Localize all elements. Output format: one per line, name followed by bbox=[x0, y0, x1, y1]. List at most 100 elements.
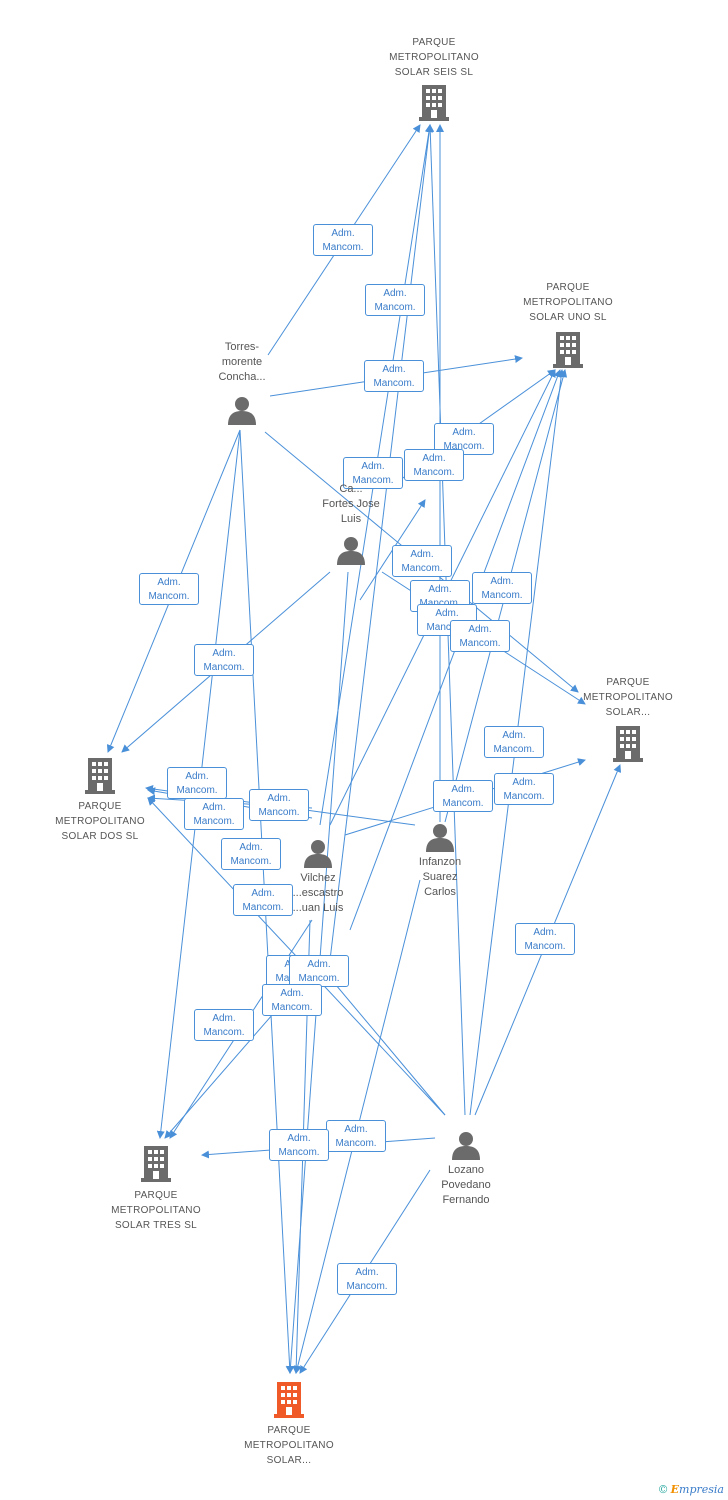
edge-label-line2: Mancom. bbox=[258, 807, 300, 818]
edge-label-line2: Mancom. bbox=[242, 902, 284, 913]
edge-label-line2: Mancom. bbox=[352, 475, 394, 486]
copyright-symbol: © bbox=[657, 1483, 669, 1496]
edge-label-line1: Adm. bbox=[428, 584, 452, 595]
edge-label-adm-mancom[interactable]: Adm.Mancom. bbox=[184, 798, 244, 830]
edge-label-line1: Adm. bbox=[287, 1133, 311, 1144]
edge-label-adm-mancom[interactable]: Adm.Mancom. bbox=[484, 726, 544, 758]
edge-label-adm-mancom[interactable]: Adm.Mancom. bbox=[404, 449, 464, 481]
edge-label-line1: Adm. bbox=[468, 624, 492, 635]
building-icon bbox=[553, 332, 583, 368]
edge-label-adm-mancom[interactable]: Adm. Mancom. bbox=[269, 1129, 329, 1161]
node-person-calvo[interactable]: Ca... Fortes Jose Luis bbox=[311, 482, 391, 565]
edge-label-adm-mancom[interactable]: Adm. Mancom. bbox=[433, 780, 493, 812]
edge-label-line2: Mancom. bbox=[426, 622, 468, 633]
edge-label-adm-mancom[interactable]: Adm. Mancom. bbox=[313, 224, 373, 256]
node-person-torres[interactable]: Torres- morente Concha... bbox=[202, 340, 282, 425]
node-label: Vilchez ...escastro ...uan Luis bbox=[292, 872, 344, 914]
edge-label-line2: Mancom. bbox=[443, 441, 485, 452]
edge-label-adm-mancom[interactable]: Adm.Mancom. bbox=[472, 572, 532, 604]
edge-label-adm-mancom[interactable]: Adm. Mancom. bbox=[364, 360, 424, 392]
node-person-lozano[interactable]: Lozano Povedano Fernando bbox=[426, 1130, 506, 1208]
edge-label-adm-mancom[interactable]: Adm. Mancom. bbox=[434, 423, 494, 455]
node-person-vilchez[interactable]: Vilchez ...escastro ...uan Luis bbox=[278, 838, 358, 916]
edge-label-line2: Mancom. bbox=[278, 1147, 320, 1158]
edge-label-adm-mancom[interactable]: Adm.Mancom. bbox=[139, 573, 199, 605]
edge-label-line2: Mancom. bbox=[322, 242, 364, 253]
edge-label-adm-mancom[interactable]: Adm.Mancom. bbox=[337, 1263, 397, 1295]
edge-label-line1: Adm. bbox=[451, 784, 475, 795]
edge-label-adm-mancom[interactable]: Adm. Mancom. bbox=[194, 644, 254, 676]
edge-label-adm-mancom[interactable]: Adm. Mancom. bbox=[392, 545, 452, 577]
edge-label-adm-mancom[interactable]: Adm. Mancom. bbox=[233, 884, 293, 916]
node-label: Torres- morente Concha... bbox=[218, 341, 266, 383]
edge-label-adm-mancom[interactable]: Adm.Mancom. bbox=[450, 620, 510, 652]
node-label: PARQUE METROPOLITANO SOLAR SEIS SL bbox=[389, 37, 479, 78]
node-label: PARQUE METROPOLITANO SOLAR UNO SL bbox=[523, 282, 613, 323]
edge-label-line2: Mancom. bbox=[411, 597, 469, 611]
building-icon-highlight bbox=[274, 1382, 304, 1418]
edge-label-adm-mancom[interactable]: Adm.Mancom. bbox=[365, 284, 425, 316]
edge-label-adm-mancom[interactable]: Adm. Mancom. bbox=[494, 773, 554, 805]
edge-label-adm-mancom[interactable]: Adm. Mancom. bbox=[289, 955, 349, 987]
node-parque-solar-right[interactable]: PARQUE METROPOLITANO SOLAR... bbox=[568, 675, 688, 762]
edge-label-line1: Adm. bbox=[251, 888, 275, 899]
edge-label-line1: Adm. bbox=[410, 549, 434, 560]
edge-label-adm-mancom[interactable]: Adm.Mancom. bbox=[167, 767, 227, 799]
edge-label-line2: Mancom. bbox=[203, 1027, 245, 1038]
building-icon bbox=[141, 1146, 171, 1182]
edge-label-line2: Mancom. bbox=[373, 378, 415, 389]
brand-initial: E bbox=[670, 1483, 680, 1496]
edge-label-adm-mancom[interactable]: Adm.Mancom. bbox=[221, 838, 281, 870]
edge-label-line1: Adm. bbox=[422, 453, 446, 464]
edge-label-adm-mancom[interactable]: Adm. Mancom. bbox=[194, 1009, 254, 1041]
edge-label-line2: Mancom. bbox=[503, 791, 545, 802]
edge-label-line1: Adm. bbox=[185, 771, 209, 782]
edge-line bbox=[329, 124, 434, 961]
node-label: PARQUE METROPOLITANO SOLAR... bbox=[583, 677, 673, 718]
edge-label-line2: Mancom. bbox=[148, 591, 190, 602]
edge-label-line2: Mancom. bbox=[271, 1002, 313, 1013]
edge-label-adm-mancom[interactable]: Adm. Mancom. bbox=[515, 923, 575, 955]
edge-label-line1: Adm. bbox=[212, 1013, 236, 1024]
edge-label-line2: Mancom. bbox=[524, 941, 566, 952]
building-icon bbox=[85, 758, 115, 794]
edge-label-line1: Adm. bbox=[452, 427, 476, 438]
edge-label-line2: Mancom. bbox=[203, 662, 245, 673]
node-person-infanzon[interactable]: Infanzon Suarez Carlos bbox=[400, 822, 480, 900]
node-label: Infanzon Suarez Carlos bbox=[418, 856, 462, 898]
person-icon bbox=[426, 824, 454, 852]
edge-label-adm-mancom[interactable]: Adm. Mancom. bbox=[343, 457, 403, 489]
edge-label-line2: Mancom. bbox=[193, 816, 235, 827]
edge-label-line2: Mancom. bbox=[401, 563, 443, 574]
node-label: PARQUE METROPOLITANO SOLAR TRES SL bbox=[111, 1190, 201, 1231]
edge-label-line1: Adm. bbox=[212, 648, 236, 659]
edge-label-line1: Adm. bbox=[383, 288, 407, 299]
edge-label-adm-mancom[interactable]: Adm.Mancom. bbox=[249, 789, 309, 821]
edge-label-line2: Mancom. bbox=[346, 1281, 388, 1292]
edge-label-adm-mancom[interactable]: Adm.Mancom. bbox=[262, 984, 322, 1016]
edge-label-line2: Mancom. bbox=[298, 973, 340, 984]
edge-label-line1: Adm. bbox=[512, 777, 536, 788]
node-parque-solar-focus[interactable]: PARQUE METROPOLITANO SOLAR... bbox=[229, 1382, 349, 1468]
edge-label-line1: Adm. bbox=[490, 576, 514, 587]
node-parque-solar-seis[interactable]: PARQUE METROPOLITANO SOLAR SEIS SL bbox=[374, 35, 494, 121]
edge-label-line1: Adm. bbox=[435, 608, 459, 619]
node-parque-solar-dos[interactable]: PARQUE METROPOLITANO SOLAR DOS SL bbox=[40, 758, 160, 844]
edge-label-adm-mancom[interactable]: Adm.Mancom. bbox=[326, 1120, 386, 1152]
node-label: PARQUE METROPOLITANO SOLAR DOS SL bbox=[55, 801, 145, 842]
edge-label-line1: Adm. bbox=[307, 959, 331, 970]
edge-label-line1: Adm. bbox=[361, 461, 385, 472]
node-label: Ca... Fortes Jose Luis bbox=[322, 483, 380, 525]
node-label: Lozano Povedano Fernando bbox=[441, 1164, 491, 1206]
brand-footer: ©Empresia bbox=[658, 1483, 724, 1496]
node-parque-solar-tres[interactable]: PARQUE METROPOLITANO SOLAR TRES SL bbox=[96, 1146, 216, 1233]
edge-label-line1: Adm. bbox=[533, 927, 557, 938]
node-parque-solar-uno[interactable]: PARQUE METROPOLITANO SOLAR UNO SL bbox=[508, 280, 628, 368]
edge-label-line2: Mancom. bbox=[442, 798, 484, 809]
building-icon bbox=[419, 85, 449, 121]
edge-label-line1: Adm. bbox=[331, 228, 355, 239]
edge-label-line1: Adm. bbox=[502, 730, 526, 741]
edge-label-line1: Adm. bbox=[382, 364, 406, 375]
node-label: PARQUE METROPOLITANO SOLAR... bbox=[244, 1425, 334, 1466]
edge-label-line2: Mancom. bbox=[230, 856, 272, 867]
